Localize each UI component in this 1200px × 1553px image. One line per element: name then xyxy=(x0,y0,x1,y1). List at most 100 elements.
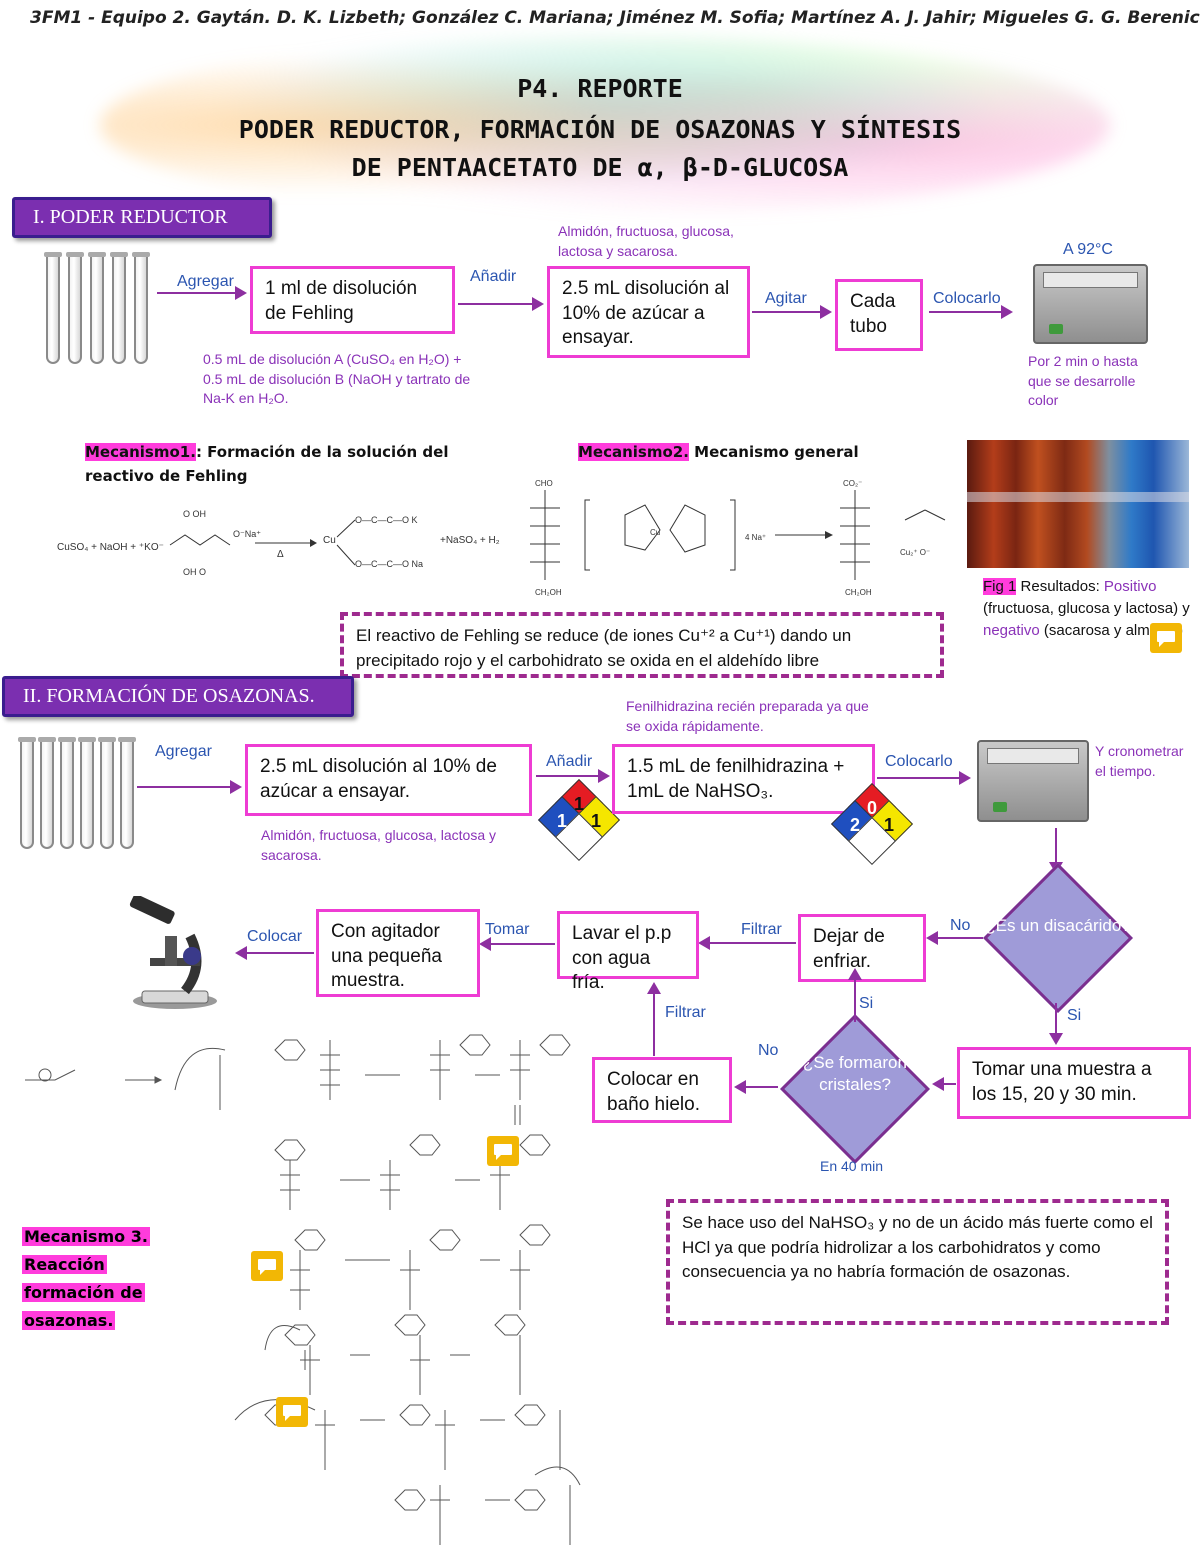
label-colocar: Colocar xyxy=(247,928,303,945)
mech2-text: Mecanismo general xyxy=(688,443,859,461)
svg-text:CHO: CHO xyxy=(535,479,553,488)
mech3-structure-diagram xyxy=(25,1034,581,1545)
arrow-no-1 xyxy=(926,931,983,945)
box-azucar-2: 2.5 mL disolución al 10% de azúcar a ens… xyxy=(245,744,532,816)
label-colocarlo-2: Colocarlo xyxy=(885,753,953,770)
page-title-line3: DE PENTAACETATO DE α, β-D-GLUCOSA xyxy=(351,153,849,182)
note-fenilhidrazina: Fenilhidrazina recién preparada ya que s… xyxy=(626,698,869,734)
svg-text:CH₂OH: CH₂OH xyxy=(845,588,872,597)
svg-text:Cu: Cu xyxy=(323,535,336,546)
arrow-anadir-1 xyxy=(458,297,544,311)
note-time-1: Por 2 min o hasta que se desarrolle colo… xyxy=(1028,353,1138,409)
comment-icon-3[interactable] xyxy=(251,1251,283,1281)
decision-cristales-text: ¿Se formaron cristales? xyxy=(803,1053,907,1095)
box-lavar: Lavar el p.p con agua fría. xyxy=(557,911,699,993)
arrow-agregar-2 xyxy=(137,780,242,794)
box-dejar-enfriar: Dejar de enfriar. xyxy=(798,914,926,982)
nfpa2-top: 0 xyxy=(866,798,877,818)
section1-tab: I. PODER REDUCTOR xyxy=(12,197,272,238)
label-filtrar-2: Filtrar xyxy=(665,1004,706,1021)
mech3-line3: formación de xyxy=(22,1283,145,1302)
test-tubes-image-2 xyxy=(16,735,141,860)
label-temperature: A 92°C xyxy=(1063,241,1113,258)
arrow-anadir-2 xyxy=(536,769,610,783)
box-con-agitador: Con agitador una pequeña muestra. xyxy=(316,909,480,997)
page-title-line1: P4. REPORTE xyxy=(517,74,683,103)
label-tomar: Tomar xyxy=(485,921,530,938)
label-anadir-1: Añadir xyxy=(470,268,517,285)
svg-text:CO₂⁻: CO₂⁻ xyxy=(843,479,862,488)
decision-diamond-disacarido xyxy=(983,863,1133,1013)
nfpa2-right: 1 xyxy=(883,815,894,835)
arrow-no-2 xyxy=(734,1080,778,1094)
note-en-40-min: En 40 min xyxy=(820,1158,884,1174)
fig1-positive: Positivo xyxy=(1099,578,1157,595)
arrow-agregar-1 xyxy=(157,286,247,300)
fig1-results-photo xyxy=(967,440,1189,568)
mech1-structure-diagram: CuSO₄ + NaOH + ⁺KO⁻ O OH OH O O⁻Na⁺ Δ Cu… xyxy=(57,509,500,577)
mech2-title: Mecanismo2. Mecanismo general xyxy=(578,440,878,464)
comment-icon-4[interactable] xyxy=(276,1397,308,1427)
section2-tab: II. FORMACIÓN DE OSAZONAS. xyxy=(2,676,354,717)
label-filtrar-1: Filtrar xyxy=(741,921,782,938)
label-agregar-2: Agregar xyxy=(155,743,212,760)
comment-icon[interactable] xyxy=(1150,623,1182,653)
arrow-filtrar-1 xyxy=(698,936,796,950)
label-anadir-2: Añadir xyxy=(546,753,593,770)
box-bano-hielo: Colocar en baño hielo. xyxy=(592,1057,732,1123)
fig1-title: Resultados: xyxy=(1016,578,1100,595)
fig1-caption: Fig 1 Resultados: Positivo (fructuosa, g… xyxy=(983,576,1198,641)
color-splash-background xyxy=(100,35,1110,215)
box-tomar-muestra: Tomar una muestra a los 15, 20 y 30 min. xyxy=(957,1047,1191,1119)
svg-text:O⁻Na⁺: O⁻Na⁺ xyxy=(233,529,261,539)
box-cada-tubo: Cada tubo xyxy=(835,279,923,351)
nfpa-diamond-fenilhidrazina: 1 1 1 xyxy=(537,778,621,862)
arrow-agitar xyxy=(752,305,832,319)
mech2-structure-diagram: CHO Cu 4 Na⁺ CO₂⁻ Cu₂⁺ O⁻ CH₂OH CH₂OH xyxy=(530,479,946,597)
arrow-si-1 xyxy=(1049,1003,1063,1045)
explanation-nahso3: Se hace uso del NaHSO₃ y no de un ácido … xyxy=(666,1199,1169,1325)
note-sugars-2: Almidón, fructuosa, glucosa, lactosa y s… xyxy=(261,827,497,863)
arrow-tomar xyxy=(479,937,555,951)
arrow-filtrar-2 xyxy=(647,982,661,1056)
label-colocarlo-1: Colocarlo xyxy=(933,290,1001,307)
note-sugars-1: Almidón, fructuosa, glucosa, lactosa y s… xyxy=(558,223,734,259)
page-title-line2: PODER REDUCTOR, FORMACIÓN DE OSAZONAS Y … xyxy=(238,115,962,144)
note-cronometrar: Y cronometrar el tiempo. xyxy=(1095,743,1184,779)
arrow-colocarlo-2 xyxy=(877,771,971,785)
label-no-1: No xyxy=(950,917,971,934)
label-no-2: No xyxy=(758,1042,779,1059)
mech3-line4: osazonas. xyxy=(22,1311,116,1330)
svg-text:Cu: Cu xyxy=(650,528,660,537)
authors-line: 3FM1 - Equipo 2. Gaytán. D. K. Lizbeth; … xyxy=(30,8,1200,28)
arrow-si-2 xyxy=(848,968,862,1022)
mech3-line1: Mecanismo 3. xyxy=(22,1227,150,1246)
box-fenilhidrazina: 1.5 mL de fenilhidrazina + 1mL de NaHSO₃… xyxy=(612,744,875,814)
fig1-positive-list: (fructuosa, glucosa y lactosa) y xyxy=(983,599,1190,617)
nfpa1-left: 1 xyxy=(556,811,567,831)
mech3-title: Mecanismo 3. Reacción formación de osazo… xyxy=(22,1223,150,1335)
mech1-label: Mecanismo1. xyxy=(85,443,196,461)
svg-text:O—C—C—O K: O—C—C—O K xyxy=(355,515,418,525)
svg-text:Δ: Δ xyxy=(277,549,284,560)
nfpa1-right: 1 xyxy=(590,811,601,831)
box-fehling: 1 ml de disolución de Fehling xyxy=(250,266,455,334)
mech2-label: Mecanismo2. xyxy=(578,443,689,461)
svg-text:CuSO₄ + NaOH + ⁺KO⁻: CuSO₄ + NaOH + ⁺KO⁻ xyxy=(57,542,164,553)
test-tubes-image-1 xyxy=(40,250,150,370)
comment-icon-2[interactable] xyxy=(487,1136,519,1166)
water-bath-image-2 xyxy=(977,740,1089,822)
arrow-to-diamond2 xyxy=(932,1077,956,1091)
svg-text:O—C—C—O Na: O—C—C—O Na xyxy=(355,559,423,569)
label-si-2: Si xyxy=(859,995,874,1012)
label-agitar: Agitar xyxy=(765,290,807,307)
mech1-title: Mecanismo1.: Formación de la solución de… xyxy=(85,440,465,488)
svg-text:OH O: OH O xyxy=(183,567,206,577)
svg-text:Cu₂⁺ O⁻: Cu₂⁺ O⁻ xyxy=(900,548,930,557)
box-azucar-1: 2.5 mL disolución al 10% de azúcar a ens… xyxy=(547,266,750,358)
explanation-fehling: El reactivo de Fehling se reduce (de ion… xyxy=(340,612,944,678)
decision-disacarido-text: ¿Es un disacárido? xyxy=(985,916,1131,935)
label-si-1: Si xyxy=(1067,1007,1082,1024)
fig1-negative: negativo xyxy=(983,621,1040,639)
mech3-line2: Reacción xyxy=(22,1255,107,1274)
